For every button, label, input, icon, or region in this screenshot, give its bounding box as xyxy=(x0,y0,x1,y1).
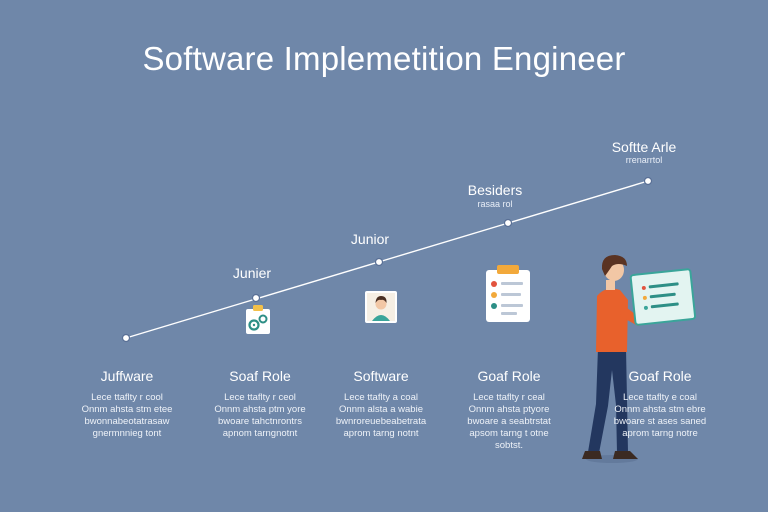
role-title: Juffware xyxy=(100,368,154,384)
role-desc-line: bwnroreuebeabetrata xyxy=(335,416,427,427)
career-node-5 xyxy=(643,176,653,186)
role-desc-line: Onnm ahsta stm ebre xyxy=(614,404,706,415)
career-node-4 xyxy=(503,218,513,228)
role-title: Software xyxy=(353,368,409,384)
career-node-3 xyxy=(374,257,384,267)
person-avatar-icon xyxy=(365,291,397,323)
role-desc-line: bwonnabeotatrasaw xyxy=(84,416,170,427)
person-with-tablet-illustration xyxy=(582,255,697,463)
role-desc-line: aprom tarng notnt xyxy=(343,428,419,439)
career-path-line xyxy=(125,180,649,339)
role-desc-line: Lece ttaflty r ceol xyxy=(224,392,296,403)
node-label-5: Softte Arle xyxy=(611,139,677,155)
career-node-2 xyxy=(251,293,261,303)
role-desc-line: apnom tarngnotnt xyxy=(222,428,298,439)
role-title: Goaf Role xyxy=(477,368,541,384)
role-column-4: Goaf Role Lece ttaflty r ceal Onnm ahsta… xyxy=(454,368,564,452)
node-label-4: Besiders xyxy=(467,182,523,198)
role-desc-line: sobtst. xyxy=(495,440,523,451)
node-label-2: Junier xyxy=(232,265,272,281)
node-sub-4: rasaa rol xyxy=(477,199,513,209)
role-desc-line: bwoare a seabtrstat xyxy=(467,416,551,427)
role-desc-line: Onnm ahsta ptyore xyxy=(468,404,550,415)
role-title: Goaf Role xyxy=(628,368,692,384)
role-desc-line: Lece ttaflty r cool xyxy=(91,392,163,403)
role-column-5: Goaf Role Lece ttaflty e coal Onnm ahsta… xyxy=(605,368,715,440)
role-desc-line: bwoare tahctnrontrs xyxy=(218,416,302,427)
role-desc-line: Onnm ahsta stm etee xyxy=(81,404,173,415)
role-desc-line: Lece ttaflty e coal xyxy=(623,392,697,403)
role-column-2: Soaf Role Lece ttaflty r ceol Onnm ahsta… xyxy=(205,368,315,440)
role-desc-line: gnermnnieg tont xyxy=(92,428,162,439)
node-label-3: Junior xyxy=(350,231,390,247)
role-title: Soaf Role xyxy=(229,368,291,384)
role-desc-line: aprom tarng notre xyxy=(622,428,698,439)
role-desc-line: Lece ttaflty a coal xyxy=(344,392,418,403)
role-column-3: Software Lece ttaflty a coal Onnm alsta … xyxy=(326,368,436,440)
role-desc-line: Lece ttaflty r ceal xyxy=(473,392,545,403)
career-node-1 xyxy=(121,333,131,343)
role-desc-line: bwoare st ases saned xyxy=(613,416,707,427)
gears-icon xyxy=(246,305,270,334)
clipboard-checklist-icon xyxy=(486,265,530,322)
node-sub-5: rrenarrtol xyxy=(625,155,663,165)
page-title: Software Implemetition Engineer xyxy=(142,40,626,77)
role-desc-line: Onnm alsta a wabie xyxy=(339,404,423,415)
role-column-1: Juffware Lece ttaflty r cool Onnm ahsta … xyxy=(72,368,182,440)
role-desc-line: Onnm ahsta ptm yore xyxy=(214,404,306,415)
role-desc-line: apsom tarng t otne xyxy=(469,428,549,439)
